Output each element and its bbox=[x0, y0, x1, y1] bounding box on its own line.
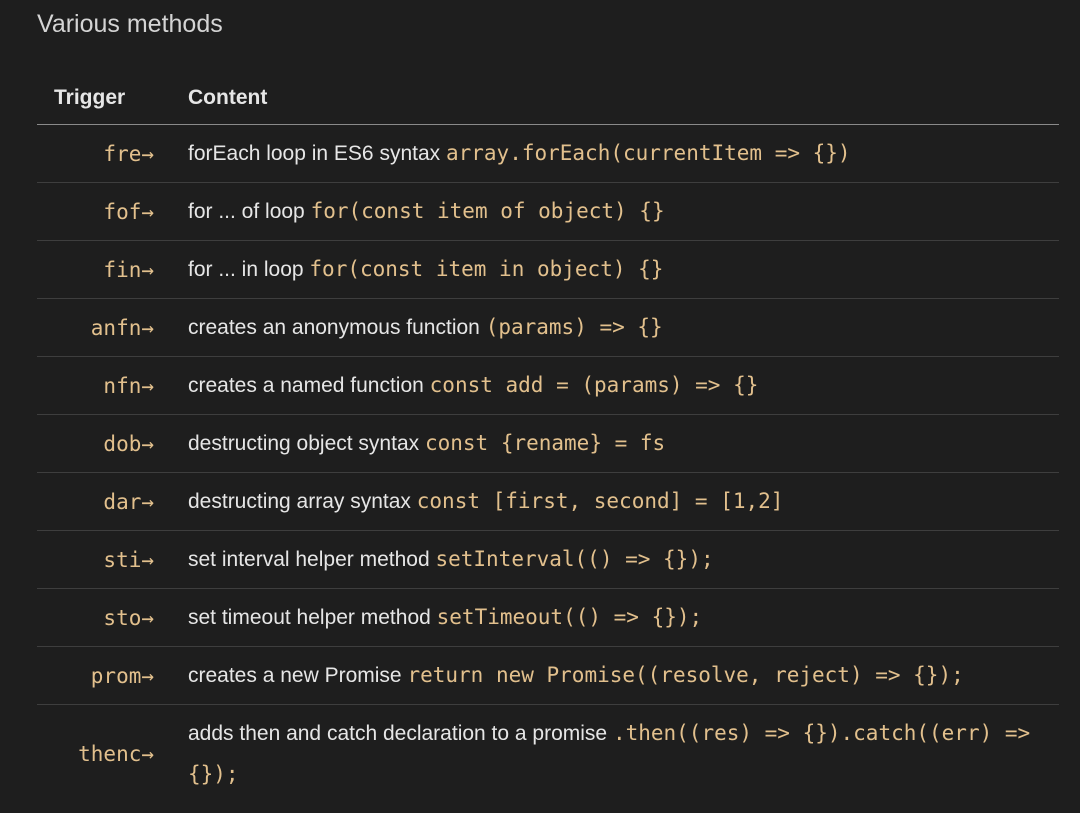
content-cell: adds then and catch declaration to a pro… bbox=[171, 705, 1059, 804]
table-row: fof→ for ... of loop for(const item of o… bbox=[37, 182, 1059, 241]
trigger-cell: dob→ bbox=[37, 414, 171, 473]
content-cell: creates a new Promise return new Promise… bbox=[171, 646, 1059, 705]
table-row: anfn→ creates an anonymous function (par… bbox=[37, 298, 1059, 357]
code-snippet: (params) => {} bbox=[485, 315, 663, 339]
content-cell: destructing array syntax const [first, s… bbox=[171, 472, 1059, 531]
table-row: dar→ destructing array syntax const [fir… bbox=[37, 472, 1059, 531]
description-text: creates a new Promise bbox=[188, 664, 408, 687]
header-content: Content bbox=[171, 72, 1059, 125]
content-cell: set timeout helper method setTimeout(() … bbox=[171, 588, 1059, 647]
snippet-table: Trigger Content fre→ forEach loop in ES6… bbox=[37, 72, 1059, 803]
trigger-cell: fre→ bbox=[37, 124, 171, 183]
content-cell: for ... of loop for(const item of object… bbox=[171, 182, 1059, 241]
content-cell: set interval helper method setInterval((… bbox=[171, 530, 1059, 589]
table-row: fin→ for ... in loop for(const item in o… bbox=[37, 240, 1059, 299]
description-text: creates a named function bbox=[188, 374, 430, 397]
description-text: for ... of loop bbox=[188, 200, 311, 223]
description-text: for ... in loop bbox=[188, 258, 310, 281]
table-row: dob→ destructing object syntax const {re… bbox=[37, 414, 1059, 473]
content-cell: creates a named function const add = (pa… bbox=[171, 356, 1059, 415]
section-heading: Various methods bbox=[37, 10, 223, 38]
code-snippet: for(const item in object) {} bbox=[309, 257, 664, 281]
description-text: forEach loop in ES6 syntax bbox=[188, 142, 446, 165]
trigger-cell: sto→ bbox=[37, 588, 171, 647]
description-text: adds then and catch declaration to a pro… bbox=[188, 722, 613, 745]
code-snippet: .then((res) => {}).catch((err) => {}); bbox=[188, 721, 1031, 786]
code-snippet: const {rename} = fs bbox=[424, 431, 666, 455]
code-snippet: const add = (params) => {} bbox=[429, 373, 759, 397]
trigger-cell: dar→ bbox=[37, 472, 171, 531]
code-snippet: array.forEach(currentItem => {}) bbox=[445, 141, 851, 165]
table-row: thenc→ adds then and catch declaration t… bbox=[37, 705, 1059, 804]
content-cell: creates an anonymous function (params) =… bbox=[171, 298, 1059, 357]
code-snippet: const [first, second] = [1,2] bbox=[416, 489, 784, 513]
code-snippet: for(const item of object) {} bbox=[310, 199, 665, 223]
description-text: set interval helper method bbox=[188, 548, 436, 571]
trigger-cell: fin→ bbox=[37, 240, 171, 299]
code-snippet: setInterval(() => {}); bbox=[435, 547, 714, 571]
header-trigger: Trigger bbox=[37, 72, 171, 125]
description-text: destructing object syntax bbox=[188, 432, 425, 455]
trigger-cell: anfn→ bbox=[37, 298, 171, 357]
code-snippet: setTimeout(() => {}); bbox=[436, 605, 703, 629]
trigger-cell: thenc→ bbox=[78, 742, 154, 766]
trigger-cell: prom→ bbox=[37, 646, 171, 705]
description-text: creates an anonymous function bbox=[188, 316, 486, 339]
trigger-cell: nfn→ bbox=[37, 356, 171, 415]
content-cell: destructing object syntax const {rename}… bbox=[171, 414, 1059, 473]
code-snippet: return new Promise((resolve, reject) => … bbox=[407, 663, 964, 687]
content-cell: forEach loop in ES6 syntax array.forEach… bbox=[171, 124, 1059, 183]
trigger-cell: fof→ bbox=[37, 182, 171, 241]
table-header-row: Trigger Content bbox=[37, 72, 1059, 125]
table-row: nfn→ creates a named function const add … bbox=[37, 356, 1059, 415]
description-text: destructing array syntax bbox=[188, 490, 417, 513]
table-row: prom→ creates a new Promise return new P… bbox=[37, 646, 1059, 705]
table-row: sti→ set interval helper method setInter… bbox=[37, 530, 1059, 589]
trigger-cell: sti→ bbox=[37, 530, 171, 589]
table-row: fre→ forEach loop in ES6 syntax array.fo… bbox=[37, 124, 1059, 183]
description-text: set timeout helper method bbox=[188, 606, 437, 629]
table-row: sto→ set timeout helper method setTimeou… bbox=[37, 588, 1059, 647]
content-cell: for ... in loop for(const item in object… bbox=[171, 240, 1059, 299]
